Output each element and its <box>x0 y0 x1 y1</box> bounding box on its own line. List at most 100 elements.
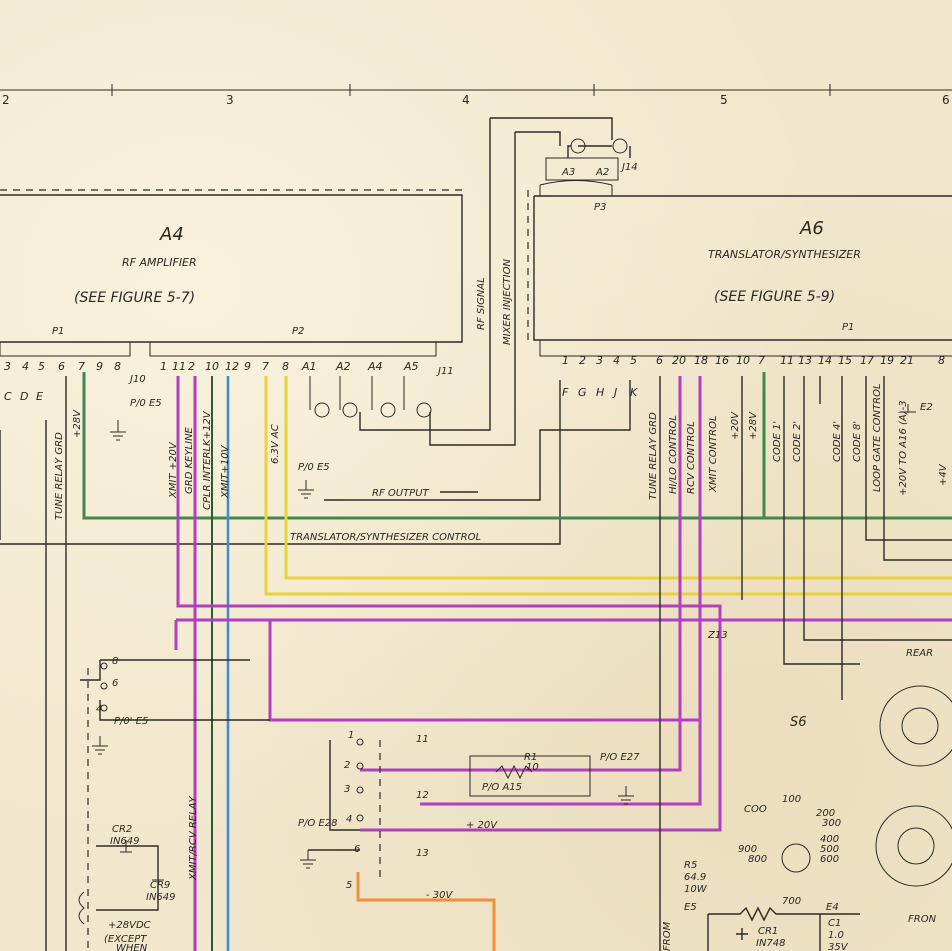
pin-label: 6 <box>58 360 65 373</box>
pin-label: 3 <box>596 354 603 367</box>
pin-label: 7 <box>758 354 765 367</box>
plus-28v-left-label: +28V <box>72 409 83 438</box>
pin-label: 4 <box>613 354 620 367</box>
pin-label: 4 <box>22 360 29 373</box>
pin-label: 8 <box>938 354 945 367</box>
pin-label: A1 <box>301 360 317 373</box>
a4-ref: (SEE FIGURE 5-7) <box>74 290 195 306</box>
zone-label: 6 <box>942 93 950 107</box>
pin-label: 1 <box>348 730 354 741</box>
a4-p1-pins: 3 4 5 6 7 9 8 C D E J10 <box>4 360 146 403</box>
sw-value: 400 <box>820 834 839 845</box>
plus-28vdc-label: +28VDC <box>108 920 151 931</box>
pin-label: H <box>596 386 604 399</box>
c1-v: 35V <box>828 942 849 951</box>
pin-label: 3 <box>344 784 350 795</box>
cr9-label: CR9 <box>150 880 170 891</box>
xmit-10v-label: XMIT+10V <box>220 444 231 499</box>
p10-a15-label: P/O A15 <box>482 782 522 793</box>
p10-e5-top: P/0 E5 <box>130 398 162 409</box>
a6-id: A6 <box>799 218 824 239</box>
pin-label: 15 <box>838 354 852 367</box>
pin-label: 11 <box>416 734 429 745</box>
xmit-control-label: XMIT CONTROL <box>708 415 719 493</box>
pin-label: A2 <box>335 360 351 373</box>
pin-label: 11 <box>172 360 186 373</box>
pin-label: 14 <box>818 354 832 367</box>
sw-value: 200 <box>816 808 835 819</box>
from-label: FROM <box>662 921 673 951</box>
to-a16-label: +20V TO A16 (A)-3 <box>898 400 909 496</box>
tune-relay-grd2-label: TUNE RELAY GRD <box>648 412 659 500</box>
pin-label: 12 <box>225 360 239 373</box>
pin-label: 9 <box>96 360 103 373</box>
sw-value: 600 <box>820 854 839 865</box>
pin-label: 5 <box>38 360 45 373</box>
control-label: TRANSLATOR/SYNTHESIZER CONTROL <box>290 532 481 543</box>
sw-value: 300 <box>822 818 841 829</box>
pin-label: 6 <box>656 354 663 367</box>
pin-label: K <box>630 386 638 399</box>
front-label: FRON <box>908 914 937 925</box>
pin-label: 11 <box>780 354 794 367</box>
r5-cr1-c1: R5 64.9 10W E5 E4 700 CR1 IN748 C1 1.0 3… <box>662 860 860 951</box>
a4-name: RF AMPLIFIER <box>122 256 197 269</box>
pin-label: E <box>36 390 43 403</box>
pin-label: 10 <box>736 354 750 367</box>
relay-contacts-left: 8 6 4 P/0' E5 CR2 IN649 CR9 IN649 +28VDC… <box>78 656 199 951</box>
except-label: (EXCEPT <box>104 934 147 945</box>
zone-label: 4 <box>462 93 470 107</box>
cplr-interlock-label: CPLR INTERLK+12V <box>202 410 213 510</box>
j14-pin: A2 <box>595 167 609 178</box>
xmit-20v-label: XMIT +20V <box>168 441 179 499</box>
pin-label: 9 <box>244 360 251 373</box>
plus-20v-lower: + 20V <box>466 820 498 831</box>
switch-bank: 1 2 3 4 11 12 13 6 5 R1 10 P/O A15 P/O E… <box>298 630 728 901</box>
pin-label: 2 <box>579 354 586 367</box>
pin-label: G <box>578 386 587 399</box>
pin-label: 8 <box>112 656 118 667</box>
pin-label: 16 <box>715 354 729 367</box>
pin-label: 2 <box>344 760 350 771</box>
pin-label: 3 <box>4 360 11 373</box>
mixer-injection-label: MIXER INJECTION <box>502 259 513 345</box>
e5-label: E5 <box>684 902 697 913</box>
cr2-label: CR2 <box>112 824 132 835</box>
a4-id: A4 <box>159 224 184 245</box>
zone-label: 5 <box>720 93 728 107</box>
relay-note: XMIT/RCV RELAY <box>188 795 199 881</box>
cr2-part: IN649 <box>110 836 140 847</box>
a6-p1-pins: 1 2 3 4 5 6 20 18 16 10 7 11 13 14 15 17… <box>562 354 945 399</box>
p3-label: P3 <box>594 202 606 213</box>
rf-signal-label: RF SIGNAL <box>476 277 487 330</box>
pin-label: A4 <box>367 360 383 373</box>
a4-block: A4 RF AMPLIFIER (SEE FIGURE 5-7) P1 P2 <box>0 189 463 357</box>
cr1-label: CR1 <box>758 926 778 937</box>
pin-label: 5 <box>630 354 637 367</box>
plus-20v-label: +20V <box>730 411 741 440</box>
pin-label: 6 <box>112 678 118 689</box>
pin-label: 4 <box>346 814 352 825</box>
p10-e27-label: P/O E27 <box>600 752 640 763</box>
s6-switch: S6 REAR FRON 100 200 300 400 500 600 800… <box>738 648 952 925</box>
rf-output-line: RF OUTPUT TRANSLATOR/SYNTHESIZER CONTROL <box>0 380 631 545</box>
r1-val: 10 <box>526 762 539 773</box>
grd-keyline-label: GRD KEYLINE <box>184 426 195 494</box>
pin-label: 8 <box>282 360 289 373</box>
sw-value: 800 <box>748 854 767 865</box>
pin-label: 17 <box>860 354 874 367</box>
when-label: WHEN <box>116 943 148 951</box>
zone-label: 2 <box>2 93 10 107</box>
ground-symbols <box>92 404 916 869</box>
a6-p1-label: P1 <box>842 322 854 333</box>
pin-label: 13 <box>416 848 429 859</box>
j14-pin: A3 <box>561 167 575 178</box>
a6-block: P3 A6 TRANSLATOR/SYNTHESIZER (SEE FIGURE… <box>527 138 952 357</box>
zone-ruler: 2 3 4 5 6 <box>0 84 952 107</box>
sw-value: 500 <box>820 844 839 855</box>
lower-wiring <box>0 376 952 951</box>
pin-label: 5 <box>346 880 352 891</box>
tune-relay-grd-label: TUNE RELAY GRD <box>54 432 65 520</box>
cr9-part: IN649 <box>146 892 176 903</box>
c1-val: 1.0 <box>828 930 844 941</box>
